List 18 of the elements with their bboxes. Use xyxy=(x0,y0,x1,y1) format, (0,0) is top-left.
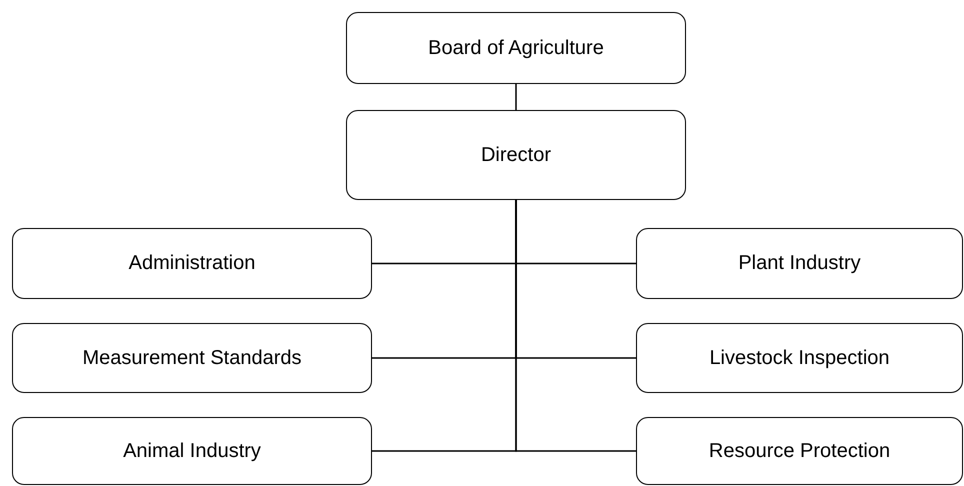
unit-name: Resource Protection xyxy=(708,440,890,462)
org-box xyxy=(636,228,963,299)
unit-name: Measurement Standards xyxy=(82,346,302,370)
unit-name: Board of Agriculture xyxy=(428,36,604,60)
unit-name: Livestock Inspection xyxy=(709,346,890,370)
org-box xyxy=(346,110,686,200)
org-box xyxy=(12,323,372,393)
connector-line xyxy=(515,200,636,452)
org-box xyxy=(636,323,963,393)
unit-name: Plant Industry xyxy=(738,252,861,275)
connector-line xyxy=(515,84,517,110)
org-box xyxy=(12,417,372,485)
org-box xyxy=(346,12,686,84)
unit-name: Animal Industry xyxy=(123,440,261,462)
unit-name: Director xyxy=(480,144,551,166)
org-box xyxy=(636,417,963,485)
unit-name: Administration xyxy=(128,252,256,275)
org-box xyxy=(12,228,372,299)
